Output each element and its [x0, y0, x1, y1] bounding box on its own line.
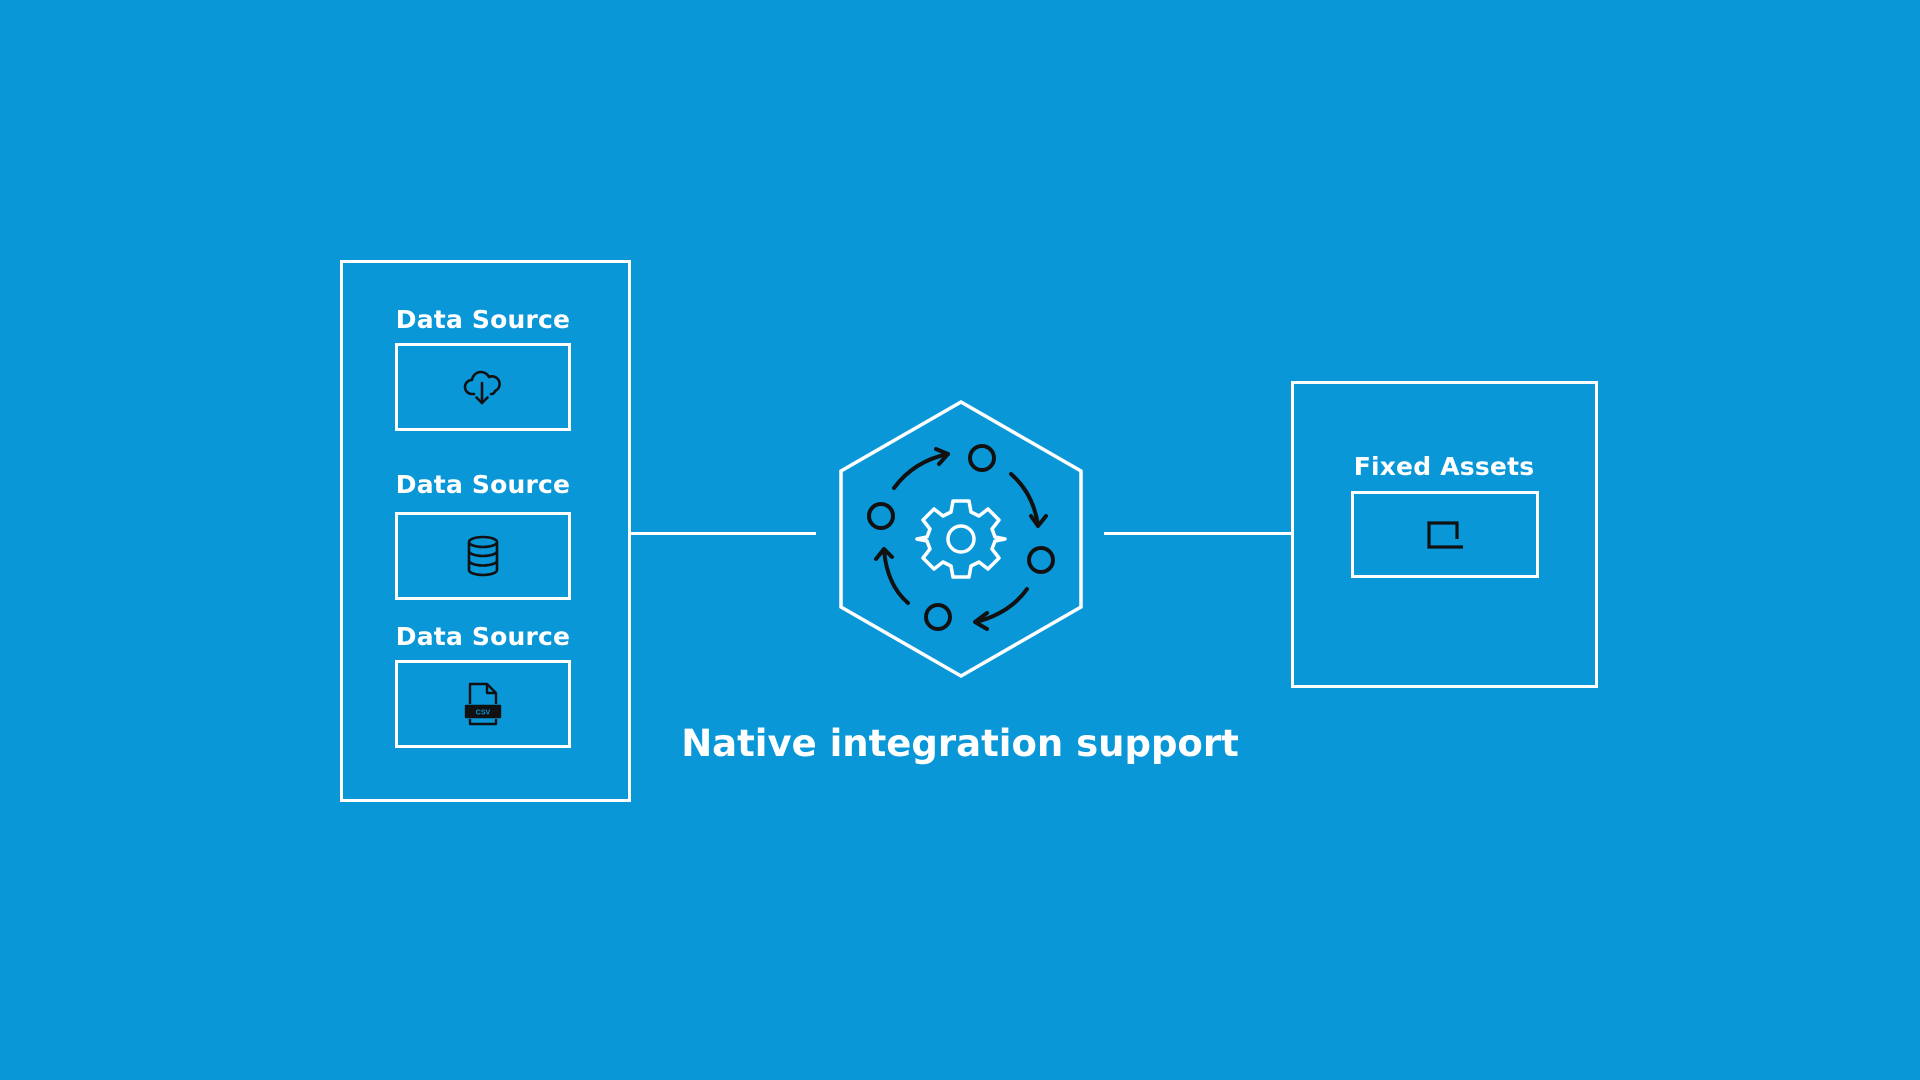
connector-right: [1104, 532, 1292, 535]
connector-left: [631, 532, 816, 535]
integration-hub: [830, 395, 1092, 683]
data-source-label-2: Data Source: [395, 470, 571, 499]
csv-file-icon: CSV: [461, 680, 505, 728]
data-source-label-1: Data Source: [395, 305, 571, 334]
diagram-caption: Native integration support: [681, 722, 1239, 765]
database-icon: [463, 534, 503, 578]
fixed-asset-icon: [1423, 517, 1467, 553]
svg-text:CSV: CSV: [476, 710, 491, 717]
data-sources-panel: [340, 260, 631, 802]
data-source-label-3: Data Source: [395, 622, 571, 651]
fixed-assets-label: Fixed Assets: [1353, 452, 1535, 481]
fixed-assets-box: [1351, 491, 1539, 578]
data-source-box-cloud: [395, 343, 571, 431]
integration-cycle-icon: [839, 399, 1083, 679]
data-source-box-database: [395, 512, 571, 600]
fixed-assets-panel: [1291, 381, 1598, 688]
cloud-download-icon: [461, 365, 505, 409]
data-source-box-csv: CSV: [395, 660, 571, 748]
